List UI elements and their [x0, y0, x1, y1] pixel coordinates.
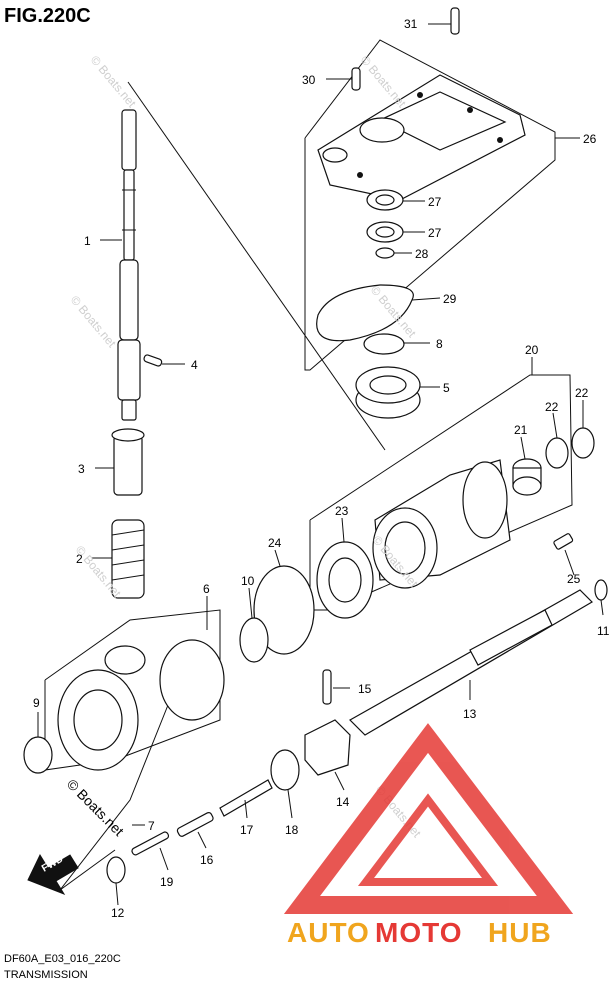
callout-14: 14	[336, 795, 350, 809]
propeller-shaft-part-13	[349, 589, 593, 736]
callout-31: 31	[404, 17, 418, 31]
callout-12: 12	[111, 906, 125, 920]
callout-15: 15	[358, 682, 372, 696]
callout-21: 21	[514, 423, 528, 437]
callout-13: 13	[463, 707, 477, 721]
plunger-part-16	[176, 812, 214, 837]
oil-seal-part-27b	[366, 221, 404, 243]
pin-part-4	[143, 354, 163, 367]
parts: FWD	[23, 7, 608, 896]
gear-part-6	[57, 639, 225, 771]
o-ring-part-10	[239, 617, 269, 663]
circlip-part-11	[594, 579, 608, 601]
spring-part-2	[111, 519, 145, 599]
clutch-part-14	[304, 719, 351, 776]
callout-28: 28	[415, 247, 429, 261]
callout-20: 20	[525, 343, 539, 357]
bearing-part-5	[355, 366, 421, 419]
faint-watermark-b: © Boats.net	[358, 53, 410, 111]
callout-19: 19	[160, 875, 174, 889]
section-name: TRANSMISSION	[4, 969, 88, 981]
copyright-watermark: © Boats.net	[64, 776, 127, 839]
figure-title: FIG.220C	[4, 5, 91, 27]
logo-word-moto: MOTO	[375, 917, 462, 948]
guide-line-fwd	[59, 849, 116, 891]
callout-22b: 22	[575, 386, 589, 400]
leader-lines	[37, 23, 604, 906]
callout-24: 24	[268, 536, 282, 550]
oil-seal-part-27a	[366, 189, 404, 211]
callout-4: 4	[191, 358, 198, 372]
faint-watermark-a: © Boats.net	[68, 293, 120, 351]
logo-word-auto: AUTO	[287, 917, 370, 948]
logo-triangle-icon	[283, 723, 574, 914]
washer-part-12	[106, 856, 126, 884]
bearing-part-23	[316, 541, 374, 619]
spring-ring-part-18	[270, 749, 300, 791]
callout-6: 6	[203, 582, 210, 596]
guide-line-gear	[59, 699, 171, 891]
faint-watermark-c: © Boats.net	[88, 53, 140, 111]
callout-23: 23	[335, 504, 349, 518]
callout-30: 30	[302, 73, 316, 87]
o-ring-part-8	[363, 333, 405, 355]
callout-16: 16	[200, 853, 214, 867]
callout-22a: 22	[545, 400, 559, 414]
oil-seal-housing-part-26	[317, 74, 526, 201]
model-code: DF60A_E03_016_220C	[4, 953, 121, 965]
gear-case-part-20	[372, 459, 511, 589]
callout-18: 18	[285, 823, 299, 837]
callout-7: 7	[148, 819, 155, 833]
oil-seal-part-22b	[571, 427, 595, 459]
callout-3: 3	[78, 462, 85, 476]
callout-8: 8	[436, 337, 443, 351]
callout-9: 9	[33, 696, 40, 710]
bolt-part-25	[553, 533, 574, 550]
pin-part-30	[351, 67, 361, 91]
callout-10: 10	[241, 574, 255, 588]
rod-part-19	[131, 831, 170, 856]
callout-2: 2	[76, 552, 83, 566]
oil-seal-housing-box	[304, 39, 556, 371]
circlip-part-28	[375, 247, 395, 259]
callout-27a: 27	[428, 195, 442, 209]
callout-26: 26	[583, 132, 597, 146]
automotohub-logo: AUTO MOTO HUB	[283, 723, 574, 948]
oil-seal-part-22a	[545, 437, 569, 469]
pin-part-31	[450, 7, 460, 35]
spring-part-17	[219, 779, 273, 817]
o-ring-part-24	[253, 565, 315, 655]
washer-part-9	[23, 736, 53, 774]
callout-17: 17	[240, 823, 254, 837]
callout-11: 11	[597, 624, 610, 638]
callout-5: 5	[443, 381, 450, 395]
callout-27b: 27	[428, 226, 442, 240]
callout-1: 1	[84, 234, 91, 248]
pin-part-15	[322, 669, 332, 705]
fwd-direction-arrow-icon: FWD	[27, 854, 79, 896]
needle-bearing-part-21	[512, 458, 542, 496]
assembly-outlines	[44, 39, 573, 891]
callout-25: 25	[567, 572, 581, 586]
logo-word-hub: HUB	[488, 917, 552, 948]
sleeve-part-3	[111, 428, 145, 496]
guide-line	[127, 81, 386, 451]
callout-29: 29	[443, 292, 457, 306]
callout-numbers: 31 30 26 27 27 28 29 8 5 1 4 3 2 20 22 2…	[33, 17, 610, 920]
drive-shaft-part-1	[117, 109, 141, 421]
